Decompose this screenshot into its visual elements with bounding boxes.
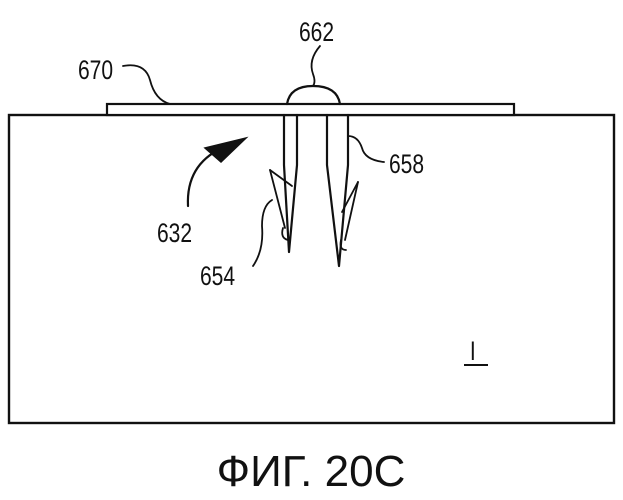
leader-654 (253, 200, 272, 266)
label-670: 670 (78, 56, 113, 86)
left-prong (270, 115, 297, 252)
arrowhead (205, 138, 246, 162)
figure-caption: ФИГ. 20С (217, 447, 406, 496)
tissue-block (9, 115, 614, 423)
insertion-arrow (188, 138, 246, 206)
region-marker: I (470, 337, 476, 367)
label-658: 658 (389, 150, 424, 180)
leader-670 (123, 65, 170, 104)
label-662: 662 (299, 18, 334, 48)
dome-head (287, 86, 340, 104)
label-654: 654 (200, 262, 235, 292)
leader-658 (348, 136, 384, 162)
label-632: 632 (157, 219, 192, 249)
backing-plate (107, 104, 514, 115)
leader-662 (312, 46, 320, 86)
